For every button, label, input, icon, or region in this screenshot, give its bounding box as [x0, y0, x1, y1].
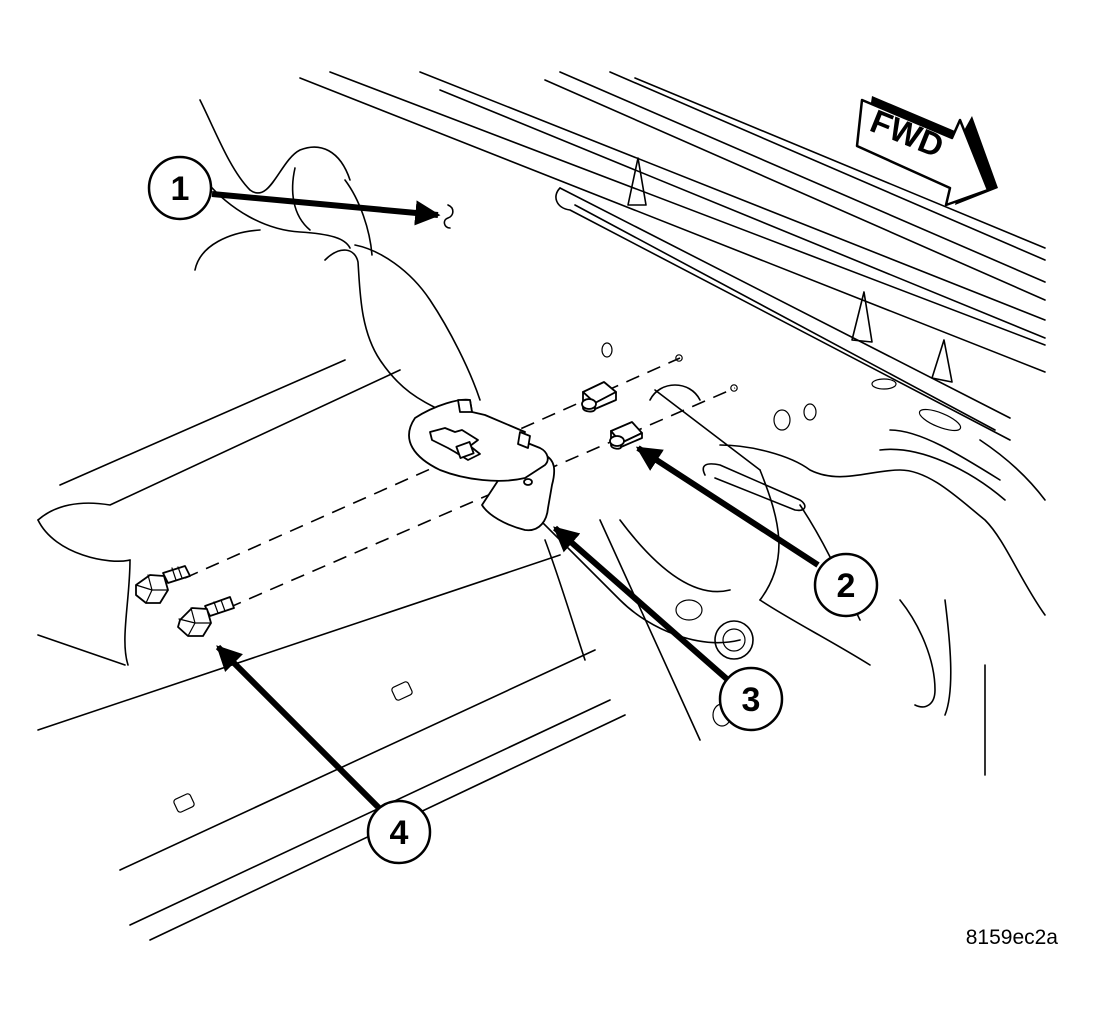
- callout-1: 1: [147, 155, 454, 229]
- vehicle-frame-linework: [37, 71, 1046, 941]
- bushing-lower: [609, 421, 643, 450]
- callout-4-circle: [366, 799, 432, 865]
- callout-3-number: 3: [742, 681, 761, 719]
- figure-id-label: 8159ec2a: [965, 926, 1058, 949]
- callout-4-leader-arrow: [215, 644, 386, 815]
- callout-1-number: 1: [171, 170, 190, 208]
- callout-4-number: 4: [390, 814, 409, 852]
- bolt-lower: [177, 596, 235, 637]
- callout-1-circle: [147, 155, 213, 221]
- callout-3-leader-arrow: [553, 525, 730, 683]
- mounting-bracket: [408, 398, 556, 532]
- callout-1-leader-arrow: [211, 191, 441, 226]
- bolt-upper: [135, 565, 191, 604]
- callout-4: 4: [215, 644, 432, 865]
- callout-3-circle: [718, 666, 784, 732]
- callout-2-leader-arrow: [635, 445, 820, 568]
- callout-2-circle: [813, 552, 879, 618]
- callout-2: 2: [635, 445, 879, 618]
- forward-direction-indicator: FWD: [855, 96, 998, 207]
- callout-2-number: 2: [837, 567, 856, 605]
- assembly-centerlines: [184, 354, 738, 609]
- callout-3: 3: [553, 525, 784, 732]
- bushing-upper: [581, 381, 617, 413]
